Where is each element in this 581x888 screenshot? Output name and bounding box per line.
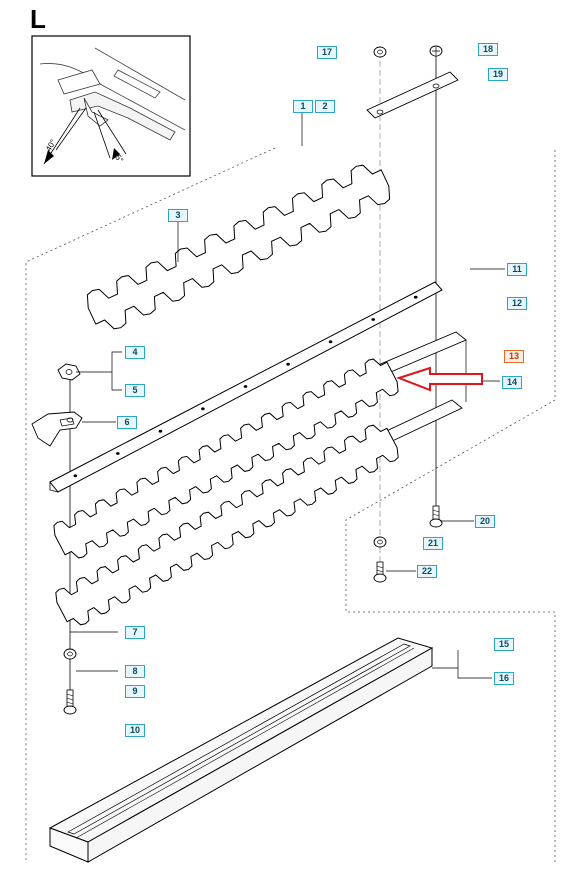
callout-11[interactable]: 11 <box>507 263 527 276</box>
support-bar <box>49 281 443 493</box>
callout-20[interactable]: 20 <box>475 515 495 528</box>
callout-22[interactable]: 22 <box>417 565 437 578</box>
bar-hole <box>73 474 78 478</box>
cutter-blade-upper <box>53 358 399 559</box>
callout-14[interactable]: 14 <box>502 376 522 389</box>
callout-13[interactable]: 13 <box>504 350 524 363</box>
bar-hole <box>201 407 205 411</box>
leader-lines <box>70 113 505 679</box>
pointer-arrow <box>396 366 483 392</box>
bar-hole <box>286 362 290 366</box>
bar-hole <box>116 452 120 455</box>
bar-hole <box>328 340 333 344</box>
cutter-blade-lower <box>55 424 399 626</box>
bolt-bottom-left <box>63 689 77 715</box>
callout-2[interactable]: 2 <box>315 100 335 113</box>
group-outline-right <box>345 150 556 862</box>
bar-hole <box>243 385 248 388</box>
washer-bottom-left <box>63 648 77 660</box>
washer-top <box>373 46 387 58</box>
bar-hole <box>371 318 376 321</box>
callout-6[interactable]: 6 <box>117 416 137 429</box>
callout-21[interactable]: 21 <box>423 537 443 550</box>
callout-3[interactable]: 3 <box>168 209 188 222</box>
callout-4[interactable]: 4 <box>125 346 145 359</box>
washer-middle <box>373 536 387 548</box>
section-letter: L <box>30 4 46 34</box>
callout-15[interactable]: 15 <box>494 638 514 651</box>
callout-18[interactable]: 18 <box>478 43 498 56</box>
callout-5[interactable]: 5 <box>125 384 145 397</box>
bracket <box>31 411 83 447</box>
callout-19[interactable]: 19 <box>488 68 508 81</box>
callout-8[interactable]: 8 <box>125 665 145 678</box>
transport-guard <box>48 637 434 863</box>
bar-hole <box>158 429 163 433</box>
callout-7[interactable]: 7 <box>125 626 145 639</box>
screw-right <box>429 505 443 528</box>
nut-small <box>57 363 81 381</box>
group-outline-left <box>25 147 276 860</box>
callout-12[interactable]: 12 <box>507 297 527 310</box>
callout-16[interactable]: 16 <box>494 672 514 685</box>
callout-1[interactable]: 1 <box>293 100 313 113</box>
screw-top <box>429 45 443 57</box>
callout-10[interactable]: 10 <box>125 724 145 737</box>
top-plate <box>366 71 459 119</box>
callout-9[interactable]: 9 <box>125 685 145 698</box>
bar-hole <box>413 295 418 299</box>
guard-blade <box>86 164 391 330</box>
bolt-middle <box>373 561 387 583</box>
callout-17[interactable]: 17 <box>317 46 337 59</box>
inset-detail: 40° 45° <box>31 35 191 177</box>
